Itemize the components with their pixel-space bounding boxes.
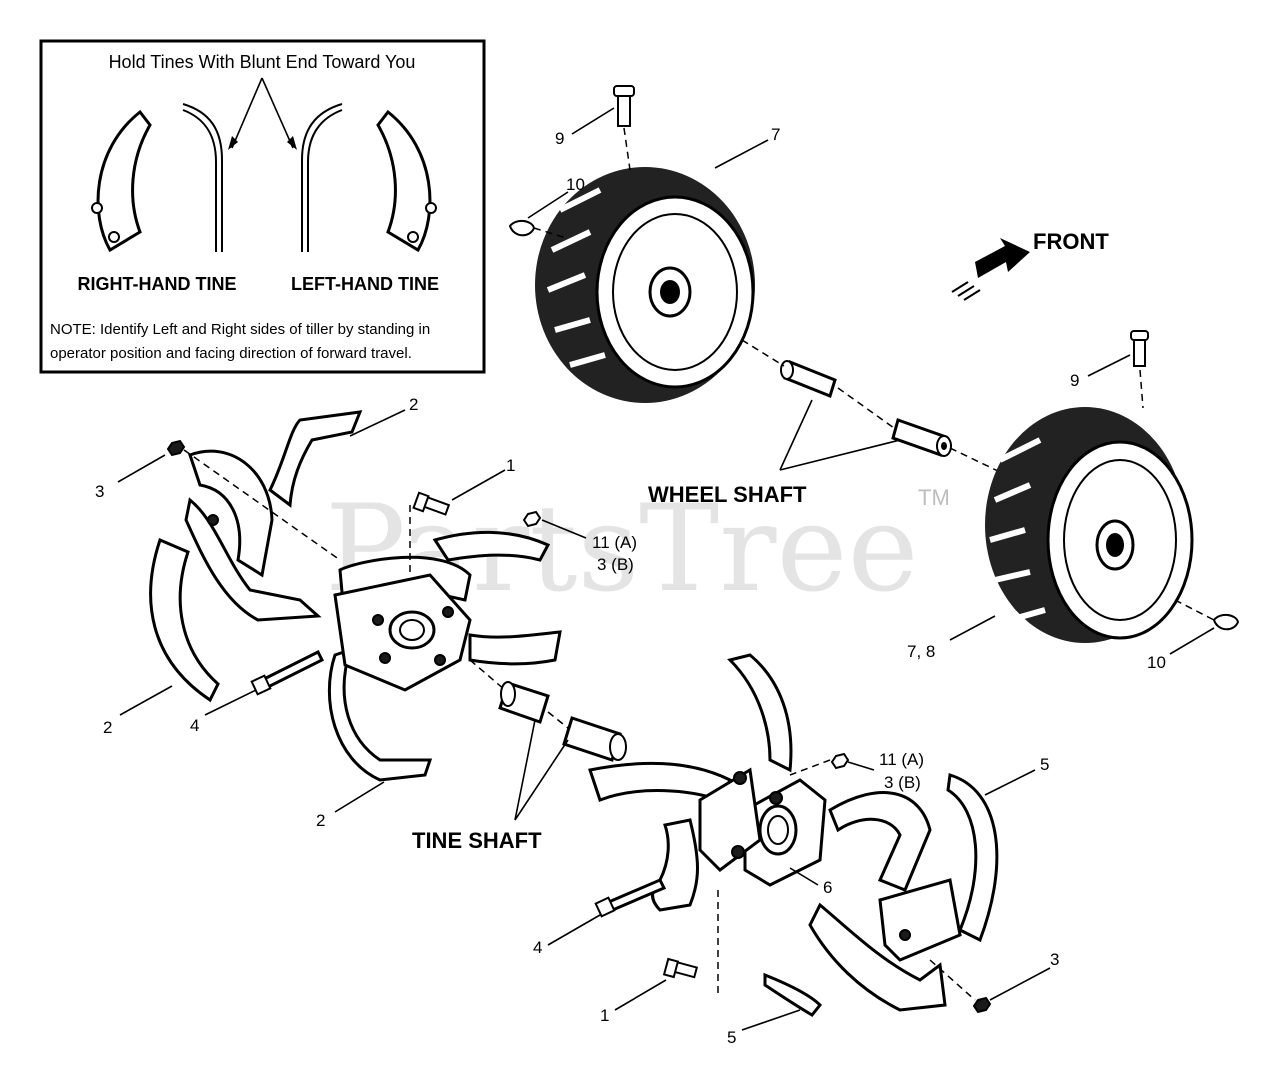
callout-4-bottom: 4 — [533, 938, 542, 957]
bottom-bolt-1 — [662, 957, 699, 979]
right-bolt-4 — [594, 878, 667, 918]
callout-6: 6 — [823, 878, 832, 897]
left-bolt-4 — [250, 649, 325, 696]
wheel-shaft-label: WHEEL SHAFT — [648, 482, 807, 507]
front-label: FRONT — [1033, 229, 1109, 254]
right-pin-9 — [1130, 330, 1149, 367]
callout-10-top: 10 — [566, 175, 585, 194]
watermark-tm: TM — [918, 485, 950, 510]
right-wheel-assembly — [985, 407, 1194, 643]
inset-heading: Hold Tines With Blunt End Toward You — [109, 52, 416, 72]
callout-2-top: 2 — [409, 395, 418, 414]
right-hand-tine-edge-view — [182, 103, 223, 252]
left-hand-tine-edge-view — [301, 103, 343, 252]
bottom-nut-3 — [972, 996, 992, 1014]
tine-orientation-inset: Hold Tines With Blunt End Toward You RIG… — [39, 39, 486, 374]
right-hand-tine-label: RIGHT-HAND TINE — [78, 274, 237, 294]
callout-7-8: 7, 8 — [907, 642, 935, 661]
callout-9-right: 9 — [1070, 371, 1079, 390]
callout-5-right: 5 — [1040, 755, 1049, 774]
left-tine-assembly — [149, 410, 562, 782]
callout-11a-bottom: 11 (A) — [879, 750, 924, 769]
callout-7-top: 7 — [771, 125, 780, 144]
callout-3b-bottom: 3 (B) — [884, 773, 921, 792]
right-clip-10 — [1212, 614, 1240, 631]
top-nut-11 — [522, 510, 542, 528]
callout-2-bottom: 2 — [316, 811, 325, 830]
callout-2-left: 2 — [103, 718, 112, 737]
left-hand-tine-left-view — [376, 109, 437, 253]
top-bolt-1 — [412, 491, 451, 516]
tine-shaft-label: TINE SHAFT — [412, 828, 542, 853]
callout-11a-top: 11 (A) — [592, 533, 637, 552]
upper-clip-10 — [508, 220, 536, 237]
bottom-nut-11 — [830, 752, 850, 770]
callout-3b-top: 3 (B) — [597, 555, 634, 574]
front-direction-arrow — [951, 238, 1030, 301]
callout-5-bottom: 5 — [727, 1028, 736, 1047]
left-hand-tine-label: LEFT-HAND TINE — [291, 274, 439, 294]
callout-10-right: 10 — [1147, 653, 1166, 672]
callout-4-left: 4 — [190, 716, 199, 735]
right-tine-assembly — [588, 653, 999, 1017]
callout-9-top: 9 — [555, 129, 564, 148]
inset-note-line1: NOTE: Identify Left and Right sides of t… — [50, 321, 430, 338]
callout-3-left: 3 — [95, 482, 104, 501]
callout-1-bottom: 1 — [600, 1006, 609, 1025]
tine-shaft-parts — [498, 681, 627, 762]
right-hand-tine-left-view — [91, 109, 152, 253]
left-wheel-assembly — [535, 167, 755, 403]
left-nut-3 — [166, 439, 186, 457]
upper-pin-9 — [613, 85, 635, 127]
callout-3-bottom: 3 — [1050, 950, 1059, 969]
inset-note-line2: operator position and facing direction o… — [50, 345, 412, 362]
wheel-shaft-parts — [780, 360, 952, 457]
callout-1-top: 1 — [506, 456, 515, 475]
